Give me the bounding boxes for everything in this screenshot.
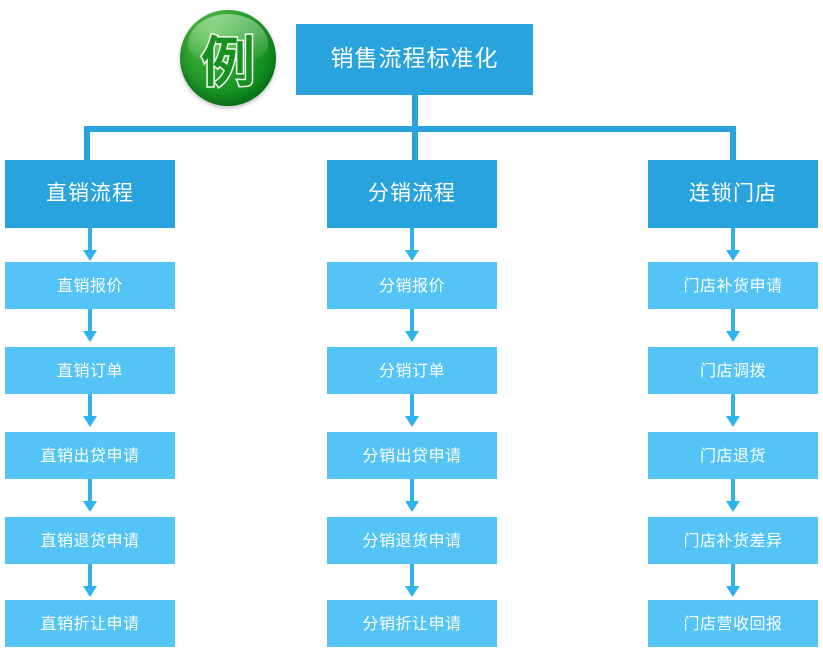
step-node-c1-3[interactable]: 直销出贷申请 [5, 432, 175, 479]
step-node-c2-1[interactable]: 分销报价 [327, 262, 497, 309]
step-node-c1-2[interactable]: 直销订单 [5, 347, 175, 394]
step-node-c3-5[interactable]: 门店营收回报 [648, 600, 818, 647]
step-node-c2-2[interactable]: 分销订单 [327, 347, 497, 394]
arrow-head-c1-s4 [83, 586, 97, 597]
arrow-head-c1-s0 [83, 250, 97, 261]
arrow-shaft-c3-s4 [731, 564, 735, 590]
arrow-shaft-c2-s4 [410, 564, 414, 590]
arrow-head-c2-s2 [405, 416, 419, 427]
step-node-c2-5[interactable]: 分销折让申请 [327, 600, 497, 647]
column-drop-connector-2 [412, 126, 418, 160]
arrow-shaft-c1-s2 [88, 394, 92, 420]
step-node-c2-3[interactable]: 分销出贷申请 [327, 432, 497, 479]
column-header-3[interactable]: 连锁门店 [648, 160, 818, 228]
arrow-head-c3-s3 [726, 501, 740, 512]
arrow-head-c3-s2 [726, 416, 740, 427]
column-drop-connector-3 [730, 126, 736, 160]
root-node[interactable]: 销售流程标准化 [296, 24, 533, 95]
arrow-shaft-c1-s4 [88, 564, 92, 590]
step-node-c3-2[interactable]: 门店调拨 [648, 347, 818, 394]
arrow-head-c2-s1 [405, 331, 419, 342]
arrow-head-c1-s3 [83, 501, 97, 512]
arrow-shaft-c3-s0 [731, 228, 735, 254]
arrow-head-c3-s0 [726, 250, 740, 261]
step-node-c1-4[interactable]: 直销退货申请 [5, 517, 175, 564]
arrow-head-c3-s4 [726, 586, 740, 597]
arrow-head-c2-s4 [405, 586, 419, 597]
arrow-head-c2-s3 [405, 501, 419, 512]
column-header-2[interactable]: 分销流程 [327, 160, 497, 228]
arrow-shaft-c2-s3 [410, 479, 414, 505]
arrow-shaft-c3-s2 [731, 394, 735, 420]
step-node-c1-1[interactable]: 直销报价 [5, 262, 175, 309]
root-stem-connector [412, 95, 418, 131]
step-node-c2-4[interactable]: 分销退货申请 [327, 517, 497, 564]
arrow-head-c1-s2 [83, 416, 97, 427]
arrow-head-c3-s1 [726, 331, 740, 342]
arrow-shaft-c2-s2 [410, 394, 414, 420]
example-badge: 例 [180, 10, 276, 106]
arrow-head-c2-s0 [405, 250, 419, 261]
arrow-shaft-c3-s3 [731, 479, 735, 505]
arrow-shaft-c3-s1 [731, 309, 735, 335]
arrow-shaft-c2-s0 [410, 228, 414, 254]
example-badge-glyph: 例 [200, 29, 257, 95]
column-header-1[interactable]: 直销流程 [5, 160, 175, 228]
arrow-head-c1-s1 [83, 331, 97, 342]
arrow-shaft-c1-s0 [88, 228, 92, 254]
arrow-shaft-c1-s3 [88, 479, 92, 505]
horizontal-bus-connector [84, 126, 736, 132]
step-node-c3-4[interactable]: 门店补货差异 [648, 517, 818, 564]
column-drop-connector-1 [84, 126, 90, 160]
step-node-c1-5[interactable]: 直销折让申请 [5, 600, 175, 647]
arrow-shaft-c1-s1 [88, 309, 92, 335]
arrow-shaft-c2-s1 [410, 309, 414, 335]
step-node-c3-1[interactable]: 门店补货申请 [648, 262, 818, 309]
step-node-c3-3[interactable]: 门店退货 [648, 432, 818, 479]
